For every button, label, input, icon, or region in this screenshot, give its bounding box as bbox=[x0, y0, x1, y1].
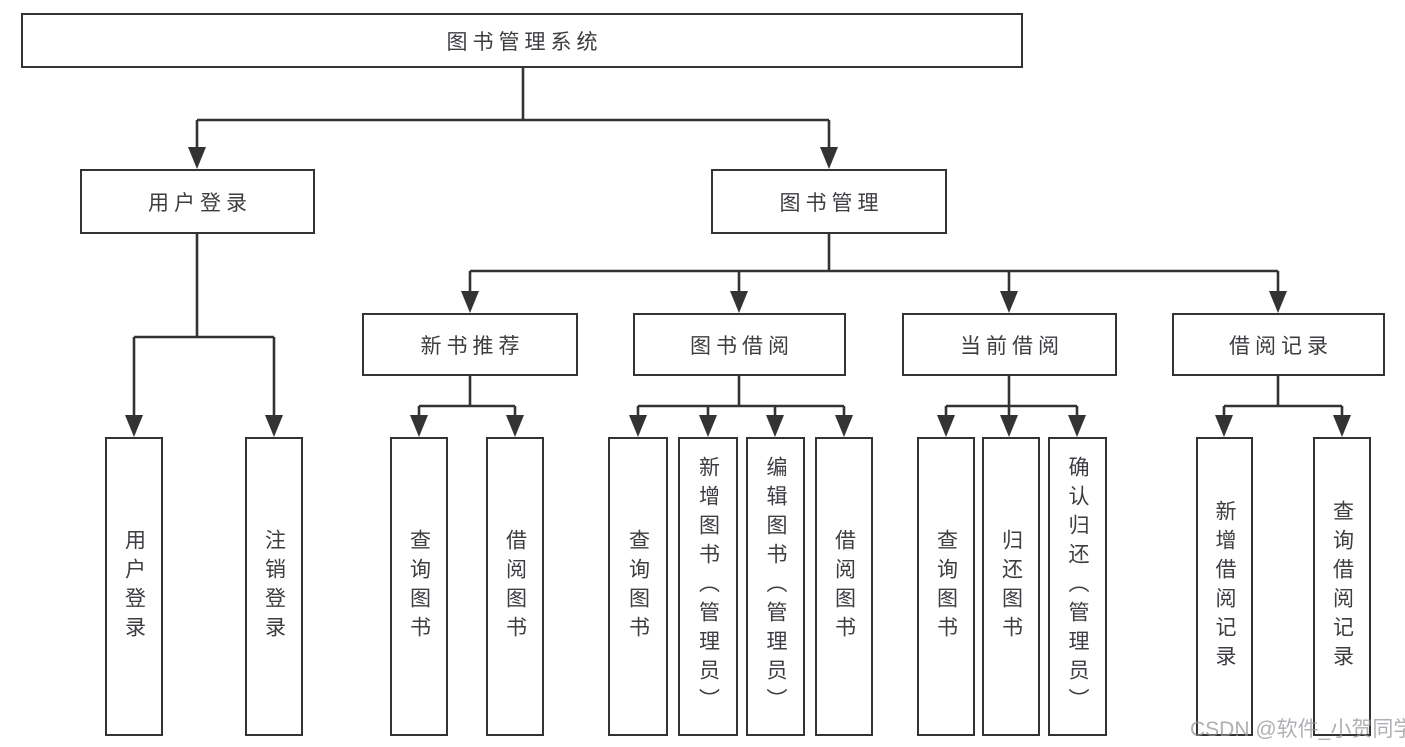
leaf-add-books-admin-label: 新增图书（管理员） bbox=[696, 456, 720, 717]
leaf-add-borrow-record: 新增借阅记录 bbox=[1196, 437, 1253, 736]
node-book-borrowing: 图书借阅 bbox=[633, 313, 846, 376]
leaf-query-books-label: 查询图书 bbox=[407, 528, 431, 645]
leaf-query-books-2: 查询图书 bbox=[608, 437, 668, 736]
node-current-borrowing-label: 当前借阅 bbox=[960, 334, 1064, 358]
leaf-logout: 注销登录 bbox=[245, 437, 303, 736]
node-book-management: 图书管理 bbox=[711, 169, 947, 234]
leaf-borrow-books: 借阅图书 bbox=[486, 437, 544, 736]
leaf-logout-label: 注销登录 bbox=[262, 528, 286, 645]
leaf-return-books-label: 归还图书 bbox=[999, 528, 1023, 645]
leaf-return-books: 归还图书 bbox=[982, 437, 1040, 736]
node-new-book-recommend-label: 新书推荐 bbox=[420, 334, 525, 358]
node-root-label: 图书管理系统 bbox=[446, 30, 603, 54]
leaf-query-borrow-record: 查询借阅记录 bbox=[1313, 437, 1371, 736]
leaf-user-login: 用户登录 bbox=[105, 437, 163, 736]
leaf-confirm-return-admin-label: 确认归还（管理员） bbox=[1066, 456, 1089, 717]
leaf-query-books-2-label: 查询图书 bbox=[626, 528, 650, 645]
node-user-login-label: 用户登录 bbox=[148, 191, 252, 215]
node-borrow-records-label: 借阅记录 bbox=[1229, 334, 1333, 358]
leaf-borrow-books-2-label: 借阅图书 bbox=[832, 528, 856, 645]
leaf-edit-books-admin: 编辑图书（管理员） bbox=[746, 437, 805, 736]
leaf-query-borrow-record-label: 查询借阅记录 bbox=[1330, 499, 1354, 674]
leaf-add-borrow-record-label: 新增借阅记录 bbox=[1213, 499, 1236, 674]
node-new-book-recommend: 新书推荐 bbox=[362, 313, 578, 376]
leaf-query-books-3: 查询图书 bbox=[917, 437, 975, 736]
node-book-borrowing-label: 图书借阅 bbox=[690, 334, 794, 358]
leaf-add-books-admin: 新增图书（管理员） bbox=[678, 437, 738, 736]
leaf-confirm-return-admin: 确认归还（管理员） bbox=[1048, 437, 1107, 736]
csdn-watermark: CSDN @软件_小贺同学 bbox=[1190, 718, 1405, 741]
node-book-management-label: 图书管理 bbox=[779, 191, 884, 215]
leaf-edit-books-admin-label: 编辑图书（管理员） bbox=[764, 456, 787, 717]
leaf-borrow-books-2: 借阅图书 bbox=[815, 437, 873, 736]
node-borrow-records: 借阅记录 bbox=[1172, 313, 1385, 376]
node-user-login: 用户登录 bbox=[80, 169, 315, 234]
leaf-user-login-label: 用户登录 bbox=[122, 528, 146, 645]
node-root: 图书管理系统 bbox=[21, 13, 1023, 68]
leaf-query-books: 查询图书 bbox=[390, 437, 448, 736]
leaf-query-books-3-label: 查询图书 bbox=[934, 528, 958, 645]
leaf-borrow-books-label: 借阅图书 bbox=[503, 528, 527, 645]
node-current-borrowing: 当前借阅 bbox=[902, 313, 1117, 376]
